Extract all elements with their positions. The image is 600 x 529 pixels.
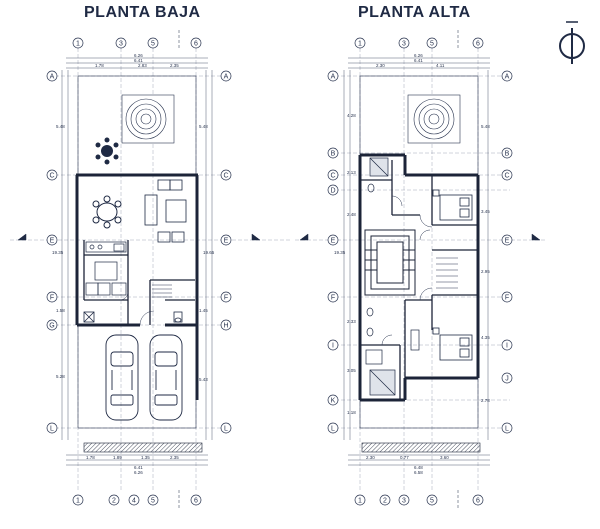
axis-right-a: A bbox=[505, 74, 510, 81]
axis-top-6: 6 bbox=[194, 41, 198, 48]
dim-left-2: 19.35 bbox=[52, 250, 64, 255]
dim-top-1: 6.26 bbox=[134, 53, 143, 58]
axis-right-f: F bbox=[224, 295, 228, 302]
axis-left-d: D bbox=[330, 188, 335, 195]
axis-left-k: K bbox=[331, 398, 336, 405]
planta-baja-title: PLANTA BAJA bbox=[84, 4, 201, 21]
axis-left-g: G bbox=[49, 323, 54, 330]
dim-right-3: 1.45 bbox=[199, 308, 208, 313]
dim-bottom-1: 1.78 bbox=[86, 455, 95, 460]
dim-bottom-3: 1.35 bbox=[141, 455, 150, 460]
dim-left-6: 3.05 bbox=[347, 368, 356, 373]
axis-bottom-5: 5 bbox=[151, 498, 155, 505]
dim-left-1: 5.48 bbox=[56, 124, 65, 129]
axis-bottom-6: 6 bbox=[476, 498, 480, 505]
dim-top-5: 2.35 bbox=[170, 63, 179, 68]
axis-bottom-6: 6 bbox=[194, 498, 198, 505]
dim-right-2: 3.45 bbox=[481, 209, 490, 214]
axis-top-1: 1 bbox=[358, 41, 362, 48]
dim-bottom-4: 2.35 bbox=[170, 455, 179, 460]
dim-right-3: 2.95 bbox=[481, 269, 490, 274]
axis-left-a: A bbox=[331, 74, 336, 81]
axis-right-a: A bbox=[224, 74, 229, 81]
axis-right-e: E bbox=[505, 238, 510, 245]
dim-bottom-5: 6.58 bbox=[414, 470, 423, 475]
axis-top-3: 3 bbox=[119, 41, 123, 48]
bed-icon-1 bbox=[432, 189, 473, 221]
dim-left-4: 5.28 bbox=[56, 374, 65, 379]
axis-left-b: B bbox=[331, 151, 336, 158]
axis-right-b: B bbox=[505, 151, 510, 158]
axis-right-l: L bbox=[224, 426, 228, 433]
dim-top-3: 2.30 bbox=[376, 63, 385, 68]
axis-left-e: E bbox=[331, 238, 336, 245]
axis-right-c: C bbox=[504, 173, 509, 180]
dim-left-2: 2.13 bbox=[347, 170, 356, 175]
axis-top-3: 3 bbox=[402, 41, 406, 48]
axis-left-e: E bbox=[50, 238, 55, 245]
axis-right-i: I bbox=[506, 343, 508, 350]
axis-bottom-4: 4 bbox=[132, 498, 136, 505]
axis-right-j: J bbox=[505, 376, 509, 383]
axis-right-f: F bbox=[505, 295, 509, 302]
dim-top-2: 6.41 bbox=[414, 58, 423, 63]
axis-right-h: H bbox=[223, 323, 228, 330]
axis-left-c: C bbox=[49, 173, 54, 180]
axis-top-1: 1 bbox=[76, 41, 80, 48]
dim-left-3: 1.58 bbox=[56, 308, 65, 313]
bed-icon-2 bbox=[432, 327, 473, 361]
dim-top-2: 6.41 bbox=[134, 58, 143, 63]
dim-bottom-4: 6.48 bbox=[414, 465, 423, 470]
axis-bottom-5: 5 bbox=[430, 498, 434, 505]
axis-bottom-2: 2 bbox=[112, 498, 116, 505]
axis-bottom-3: 3 bbox=[402, 498, 406, 505]
planta-baja-plan: 6.26 6.41 1.78 2.83 2.35 5.48 19.35 1.58… bbox=[10, 30, 290, 508]
dim-right-2: 19.65 bbox=[203, 250, 215, 255]
dim-top-4: 4.11 bbox=[436, 63, 445, 68]
axis-top-6: 6 bbox=[476, 41, 480, 48]
dim-left-3: 2.48 bbox=[347, 212, 356, 217]
dim-bottom-6: 6.26 bbox=[134, 470, 143, 475]
dim-top-1: 6.26 bbox=[414, 53, 423, 58]
dim-right-1: 5.48 bbox=[199, 124, 208, 129]
dim-right-4: 4.35 bbox=[481, 335, 490, 340]
axis-left-c: C bbox=[330, 173, 335, 180]
dim-right-4: 5.43 bbox=[199, 377, 208, 382]
axis-left-l: L bbox=[50, 426, 54, 433]
dim-left-4: 19.35 bbox=[334, 250, 346, 255]
dim-left-7: 1.18 bbox=[347, 410, 356, 415]
dim-left-5: 2.33 bbox=[347, 319, 356, 324]
car-icon-1 bbox=[105, 334, 139, 421]
axis-right-c: C bbox=[223, 173, 228, 180]
axis-top-5: 5 bbox=[430, 41, 434, 48]
north-arrow-icon bbox=[559, 21, 585, 64]
axis-left-f: F bbox=[50, 295, 54, 302]
dim-top-3: 1.78 bbox=[95, 63, 104, 68]
dim-right-1: 5.48 bbox=[481, 124, 490, 129]
dim-bottom-2: 0.77 bbox=[400, 455, 409, 460]
planta-alta-plan: 6.26 6.41 2.30 4.11 4.28 2.13 2.48 19.35… bbox=[295, 30, 545, 508]
planta-alta-title: PLANTA ALTA bbox=[358, 4, 471, 21]
axis-left-i: I bbox=[332, 343, 334, 350]
axis-left-f: F bbox=[331, 295, 335, 302]
axis-right-e: E bbox=[224, 238, 229, 245]
axis-right-l: L bbox=[505, 426, 509, 433]
car-icon-2 bbox=[149, 334, 183, 421]
axis-top-5: 5 bbox=[151, 41, 155, 48]
axis-bottom-2: 2 bbox=[383, 498, 387, 505]
dim-bottom-3: 3.60 bbox=[440, 455, 449, 460]
axis-left-a: A bbox=[50, 74, 55, 81]
dim-left-1: 4.28 bbox=[347, 113, 356, 118]
axis-bottom-1: 1 bbox=[358, 498, 362, 505]
dim-bottom-1: 2.30 bbox=[366, 455, 375, 460]
axis-bottom-1: 1 bbox=[76, 498, 80, 505]
dim-bottom-2: 1.89 bbox=[113, 455, 122, 460]
dim-right-5: 2.78 bbox=[481, 398, 490, 403]
dim-bottom-5: 6.41 bbox=[134, 465, 143, 470]
axis-left-l: L bbox=[331, 426, 335, 433]
dim-top-4: 2.83 bbox=[138, 63, 147, 68]
